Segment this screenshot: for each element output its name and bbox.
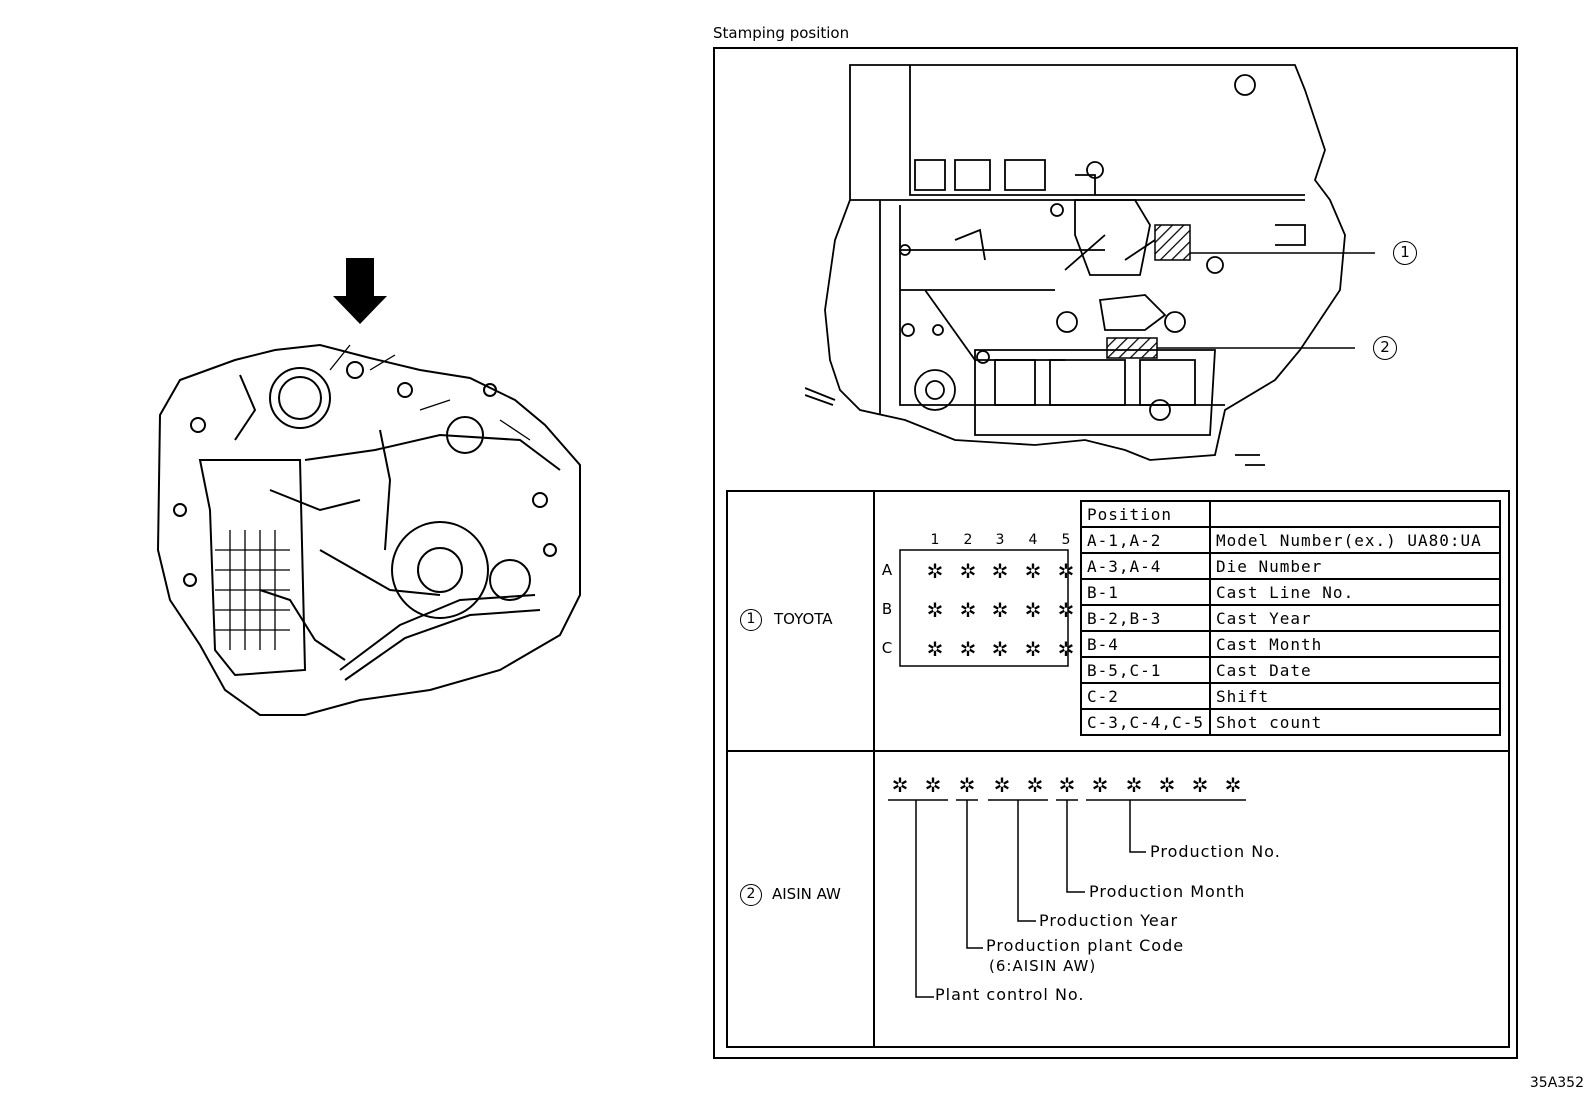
aisin-number-circle: 2 (740, 884, 762, 906)
grid-column-label: 2 (964, 532, 973, 548)
table-column-divider (873, 492, 875, 1046)
description-header (1208, 500, 1501, 528)
stamp-mark: ✲ (1058, 637, 1075, 661)
stamp-mark: ✲ (1025, 598, 1042, 622)
position-code: C-3,C-4,C-5 (1080, 708, 1211, 736)
position-description: Die Number (1208, 552, 1501, 580)
identification-table: 1 TOYOTA 1 2 3 4 5 A B C ✲ ✲ ✲ ✲ ✲ ✲ ✲ ✲ ✲ ✲ ✲ ✲ ✲ ✲ ✲ 2 AIS… (726, 490, 1510, 1048)
stamp-mark: ✲ (1025, 559, 1042, 583)
aisin-code-diagram: ✲ ✲ ✲ ✲ ✲ ✲ ✲ ✲ ✲ ✲ ✲ (888, 773, 1246, 998)
position-description: Cast Line No. (1208, 578, 1501, 606)
label-plant-code: Production plant Code (986, 936, 1185, 955)
position-code: C-2 (1080, 682, 1211, 710)
toyota-number-circle: 1 (740, 609, 762, 631)
stamp-mark: ✲ (1059, 773, 1076, 797)
stamp-mark: ✲ (925, 773, 942, 797)
stamp-mark: ✲ (1058, 559, 1075, 583)
position-code: A-1,A-2 (1080, 526, 1211, 554)
figure-code: 35A352 (1529, 1075, 1584, 1091)
grid-row-label: B (882, 600, 892, 618)
callout-1: 1 (1393, 241, 1417, 265)
stamping-figure-frame (713, 47, 1518, 1059)
grid-column-label: 3 (996, 532, 1005, 548)
position-description: Cast Year (1208, 604, 1501, 632)
position-header: Position (1080, 500, 1211, 528)
callout-2: 2 (1373, 336, 1397, 360)
stamp-mark: ✲ (959, 773, 976, 797)
stamp-mark: ✲ (960, 637, 977, 661)
stamping-position-title: Stamping position (713, 24, 850, 42)
stamp-mark: ✲ (992, 637, 1009, 661)
grid-column-label: 5 (1062, 532, 1071, 548)
stamp-mark: ✲ (927, 598, 944, 622)
transaxle-illustration (156, 258, 581, 716)
stamp-mark: ✲ (1192, 773, 1209, 797)
down-arrow-icon (333, 258, 387, 324)
stamp-mark: ✲ (1025, 637, 1042, 661)
stamp-mark: ✲ (927, 559, 944, 583)
stamp-mark: ✲ (927, 637, 944, 661)
label-plant-control: Plant control No. (935, 985, 1085, 1004)
transaxle-case-drawing (805, 64, 1375, 466)
position-description: Shot count (1208, 708, 1501, 736)
toyota-stamp-grid: 1 2 3 4 5 A B C ✲ ✲ ✲ ✲ ✲ ✲ ✲ ✲ ✲ ✲ ✲ ✲ ✲ ✲ ✲ (882, 532, 1075, 667)
label-production-no: Production No. (1150, 842, 1281, 861)
stamp-mark: ✲ (892, 773, 909, 797)
stamp-mark: ✲ (1027, 773, 1044, 797)
grid-row-label: C (882, 639, 892, 657)
position-description: Cast Date (1208, 656, 1501, 684)
stamp-mark: ✲ (1092, 773, 1109, 797)
grid-column-label: 1 (931, 532, 940, 548)
position-code: B-4 (1080, 630, 1211, 658)
table-row-divider (728, 750, 1508, 752)
label-production-year: Production Year (1039, 911, 1179, 930)
stamp-mark: ✲ (992, 559, 1009, 583)
stamp-area-1 (1154, 224, 1191, 261)
stamp-mark: ✲ (994, 773, 1011, 797)
toyota-label: TOYOTA (774, 610, 833, 628)
stamp-mark: ✲ (1159, 773, 1176, 797)
position-table-header-row: Position (1080, 500, 1501, 528)
stamp-mark: ✲ (1225, 773, 1242, 797)
position-code: B-2,B-3 (1080, 604, 1211, 632)
stamp-mark: ✲ (1126, 773, 1143, 797)
label-production-month: Production Month (1089, 882, 1246, 901)
position-description: Shift (1208, 682, 1501, 710)
grid-row-label: A (882, 561, 893, 579)
position-code: A-3,A-4 (1080, 552, 1211, 580)
stamp-mark: ✲ (1058, 598, 1075, 622)
position-code: B-1 (1080, 578, 1211, 606)
label-plant-code-note: (6:AISIN AW) (989, 957, 1097, 975)
position-description: Cast Month (1208, 630, 1501, 658)
grid-column-label: 4 (1029, 532, 1038, 548)
aisin-label: AISIN AW (772, 885, 841, 903)
position-description: Model Number(ex.) UA80:UA (1208, 526, 1501, 554)
stamp-mark: ✲ (960, 559, 977, 583)
stamp-area-2 (1106, 337, 1158, 359)
stamp-mark: ✲ (960, 598, 977, 622)
position-code: B-5,C-1 (1080, 656, 1211, 684)
stamp-mark: ✲ (992, 598, 1009, 622)
